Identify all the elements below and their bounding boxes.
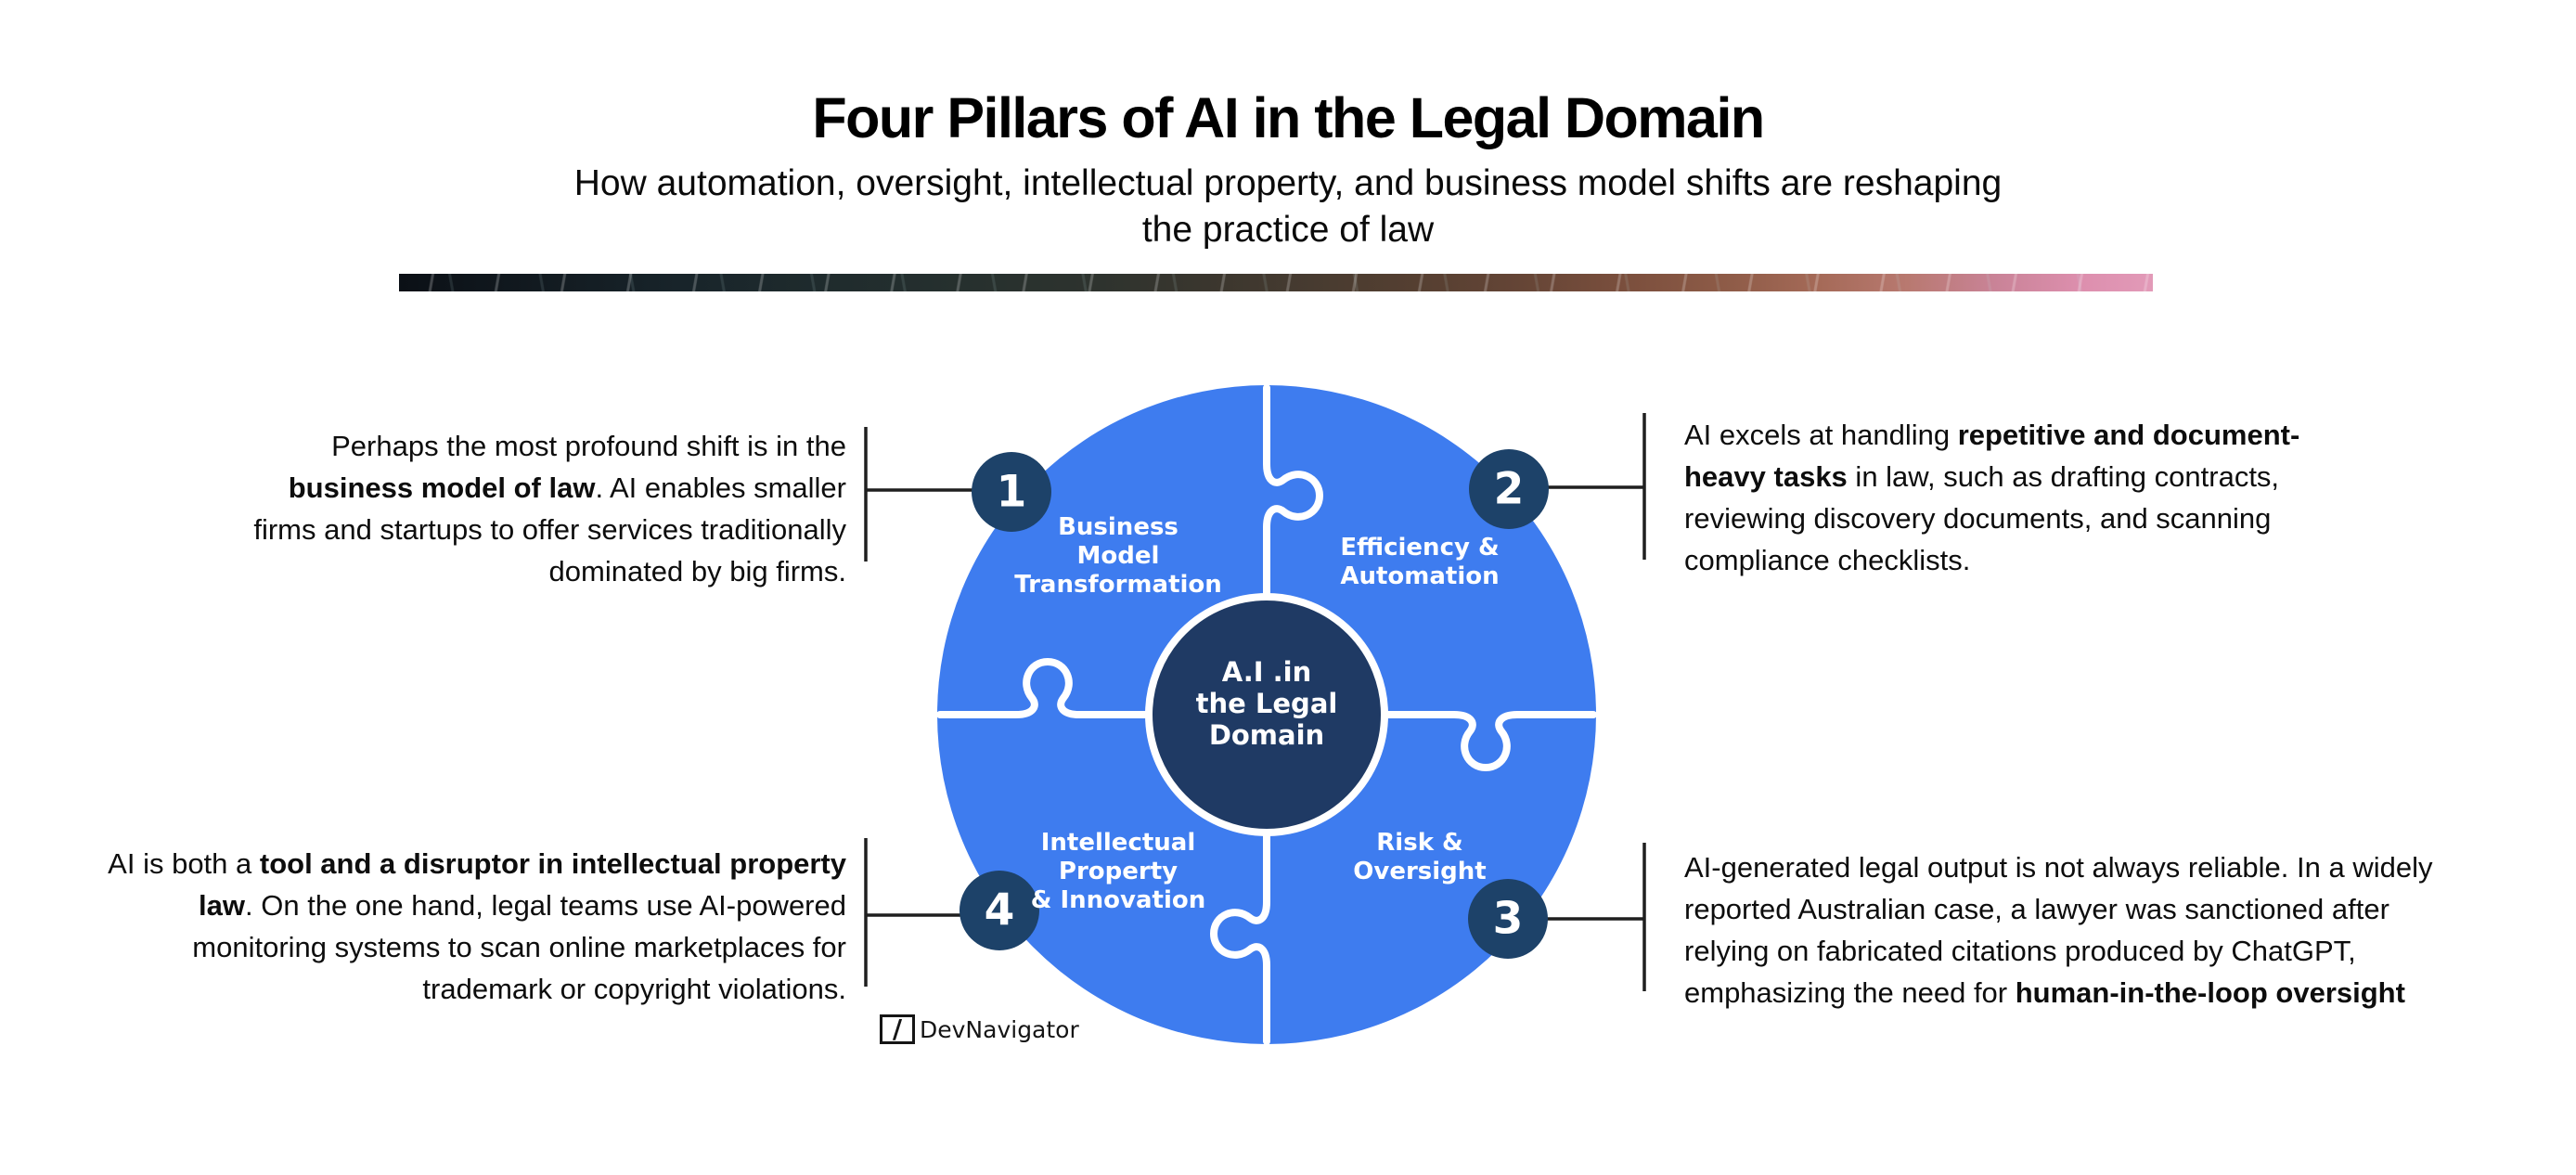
gradient-bar-streaks <box>399 274 2153 291</box>
quadrant-label-risk-oversight: Risk &Oversight <box>1353 829 1487 885</box>
puzzle-divider-top <box>1263 384 1324 600</box>
badge-number-4: 4 <box>985 885 1015 936</box>
page-subtitle: How automation, oversight, intellectual … <box>573 163 2003 250</box>
number-badge-4: 4 <box>960 871 1039 950</box>
note-intellectual-property: AI is both a tool and a disruptor in int… <box>108 847 846 1005</box>
puzzle-divider-right <box>1382 711 1597 772</box>
decorative-gradient-bar <box>399 274 2153 291</box>
puzzle-divider-bottom <box>1209 830 1270 1045</box>
number-badge-2: 2 <box>1469 449 1549 529</box>
puzzle-dividers <box>936 384 1597 1045</box>
center-hub-circle <box>1145 593 1388 836</box>
puzzle-diagram: 1 2 3 4 <box>864 384 1646 1045</box>
badge-number-3: 3 <box>1493 894 1524 945</box>
badge-number-2: 2 <box>1494 464 1525 515</box>
logo-text: DevNavigator <box>920 1015 1079 1043</box>
number-badge-3: 3 <box>1468 879 1548 959</box>
note-business-model: Perhaps the most profound shift is in th… <box>253 430 846 588</box>
puzzle-divider-left <box>936 657 1152 718</box>
number-badge-1: 1 <box>972 452 1051 532</box>
quadrant-label-efficiency-automation: Efficiency &Automation <box>1340 534 1500 590</box>
logo-slash-icon: / <box>880 1014 915 1044</box>
logo-slash-glyph: / <box>892 1014 903 1044</box>
note-risk-oversight: AI-generated legal output is not always … <box>1684 851 2433 1009</box>
badge-number-1: 1 <box>997 467 1027 518</box>
devnavigator-logo: / DevNavigator <box>880 1014 1079 1045</box>
note-efficiency-automation: AI excels at handling repetitive and doc… <box>1684 419 2300 576</box>
page-title: Four Pillars of AI in the Legal Domain <box>812 86 1765 149</box>
